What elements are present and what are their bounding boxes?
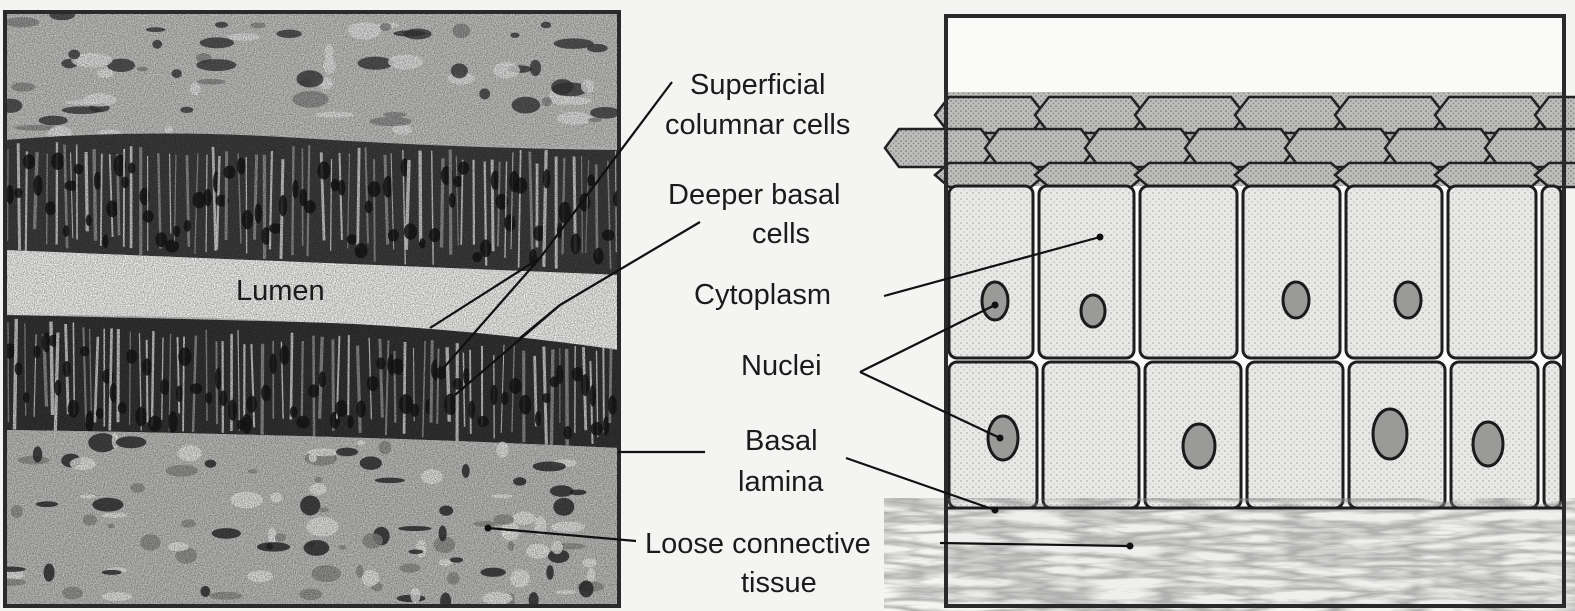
schematic-panel xyxy=(885,16,1575,606)
deeper-label-line1: Deeper basal xyxy=(668,179,841,211)
superficial-label-line2: columnar cells xyxy=(665,109,850,141)
micrograph-panel xyxy=(0,10,625,611)
basal-lamina-label-line2: lamina xyxy=(738,466,824,498)
cytoplasm-label: Cytoplasm xyxy=(694,279,831,311)
nuclei-label: Nuclei xyxy=(741,350,822,382)
deeper-label-line2: cells xyxy=(752,218,810,250)
basal-lamina-label-line1: Basal xyxy=(745,425,818,457)
lumen-label: Lumen xyxy=(236,275,325,307)
superficial-label-line1: Superficial xyxy=(690,69,825,101)
loose-connective-label-line2: tissue xyxy=(741,567,817,599)
loose-connective-label-line1: Loose connective xyxy=(645,528,871,560)
